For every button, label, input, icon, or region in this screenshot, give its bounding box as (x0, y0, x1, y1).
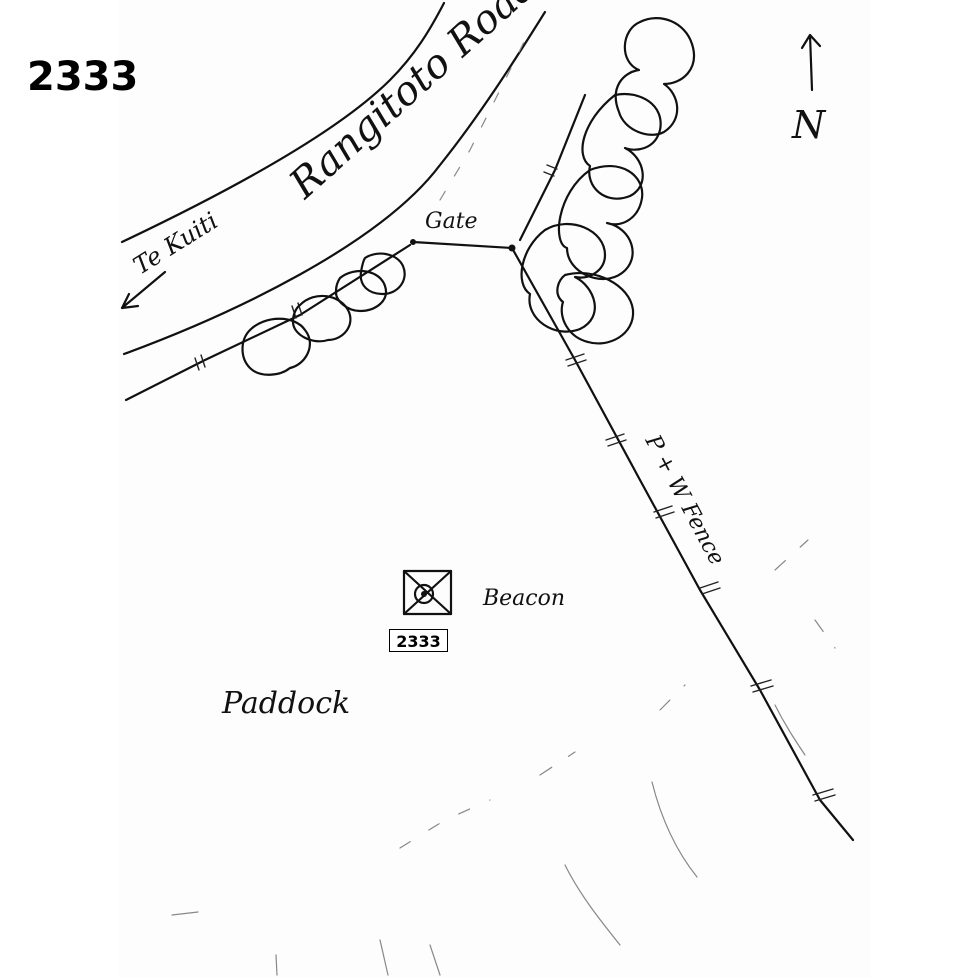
gate-post-left (410, 239, 416, 245)
fence-tick-6 (812, 788, 836, 802)
fence-label: P + W Fence (639, 430, 729, 569)
road-label: Rangitoto Road (280, 0, 546, 208)
beacon-symbol (402, 569, 453, 616)
driveway-line-a (439, 39, 526, 201)
fence-tick-1 (565, 353, 587, 367)
driveway-tick (543, 164, 558, 177)
gate-label: Gate (425, 209, 478, 234)
roadside-shrubs (241, 252, 406, 376)
north-label: N (791, 103, 827, 147)
te-kuiti-arrow (120, 270, 167, 310)
north-arrow (800, 33, 822, 92)
te-kuiti-label: Te Kuiti (128, 207, 222, 280)
mark-id-heading: 2333 (27, 54, 139, 100)
gate-line (411, 240, 514, 250)
tree-line (520, 17, 695, 345)
road-edge-inner (122, 10, 547, 356)
fence-tick-4 (699, 581, 721, 595)
road-edge-outer (120, 1, 446, 244)
fence-tick-3 (653, 505, 675, 519)
fence-tick-2 (605, 433, 627, 447)
fence-tick-a (194, 354, 206, 371)
driveway-line-b (518, 93, 587, 242)
road-frontage-fence (124, 243, 412, 402)
beacon-label: Beacon (482, 586, 565, 611)
paper-sheet (118, 0, 870, 978)
paddock-label: Paddock (221, 686, 350, 721)
beacon-id-box: 2333 (389, 629, 448, 652)
fence-tick-5 (750, 679, 774, 693)
terrain-hatching (171, 539, 836, 976)
